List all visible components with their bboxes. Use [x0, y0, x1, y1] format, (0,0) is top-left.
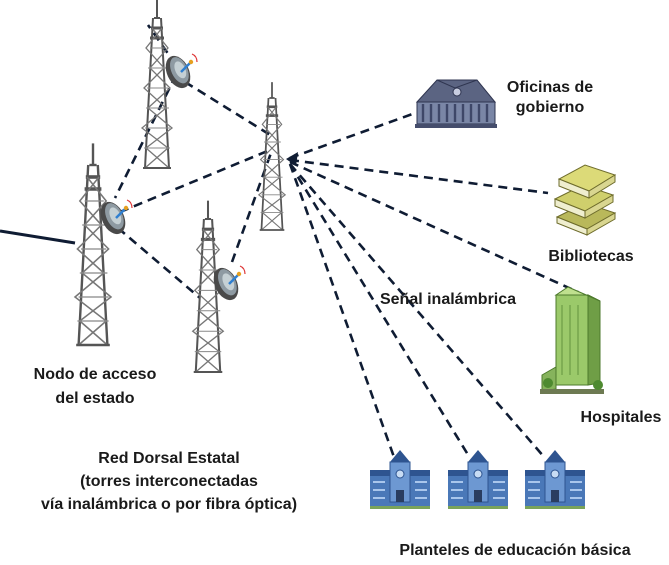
- tower-icon: [140, 0, 174, 170]
- books-icon: [553, 164, 617, 236]
- label-oficinas: Oficinas de gobierno: [506, 79, 594, 116]
- government-building-icon: [415, 79, 497, 128]
- school-building-icon: [369, 449, 431, 510]
- arrowhead-icon: [286, 152, 298, 166]
- tower-icon: [257, 80, 287, 232]
- tower-icon: [73, 141, 113, 347]
- school-building-icon: [524, 449, 586, 510]
- wireless-links: [113, 24, 579, 461]
- label-red-dorsal: Red Dorsal Estatal (torres interconectad…: [40, 450, 298, 513]
- label-hospitales: Hospitales: [580, 409, 662, 426]
- hospital-building-icon: [540, 286, 604, 394]
- label-senal-inalambrica: Señal inalámbrica: [379, 291, 517, 308]
- fiber-link: [0, 229, 76, 245]
- label-nodo-acceso: Nodo de acceso del estado: [33, 366, 157, 407]
- school-building-icon: [447, 449, 509, 510]
- label-planteles: Planteles de educación básica: [399, 542, 631, 559]
- label-bibliotecas: Bibliotecas: [548, 248, 634, 265]
